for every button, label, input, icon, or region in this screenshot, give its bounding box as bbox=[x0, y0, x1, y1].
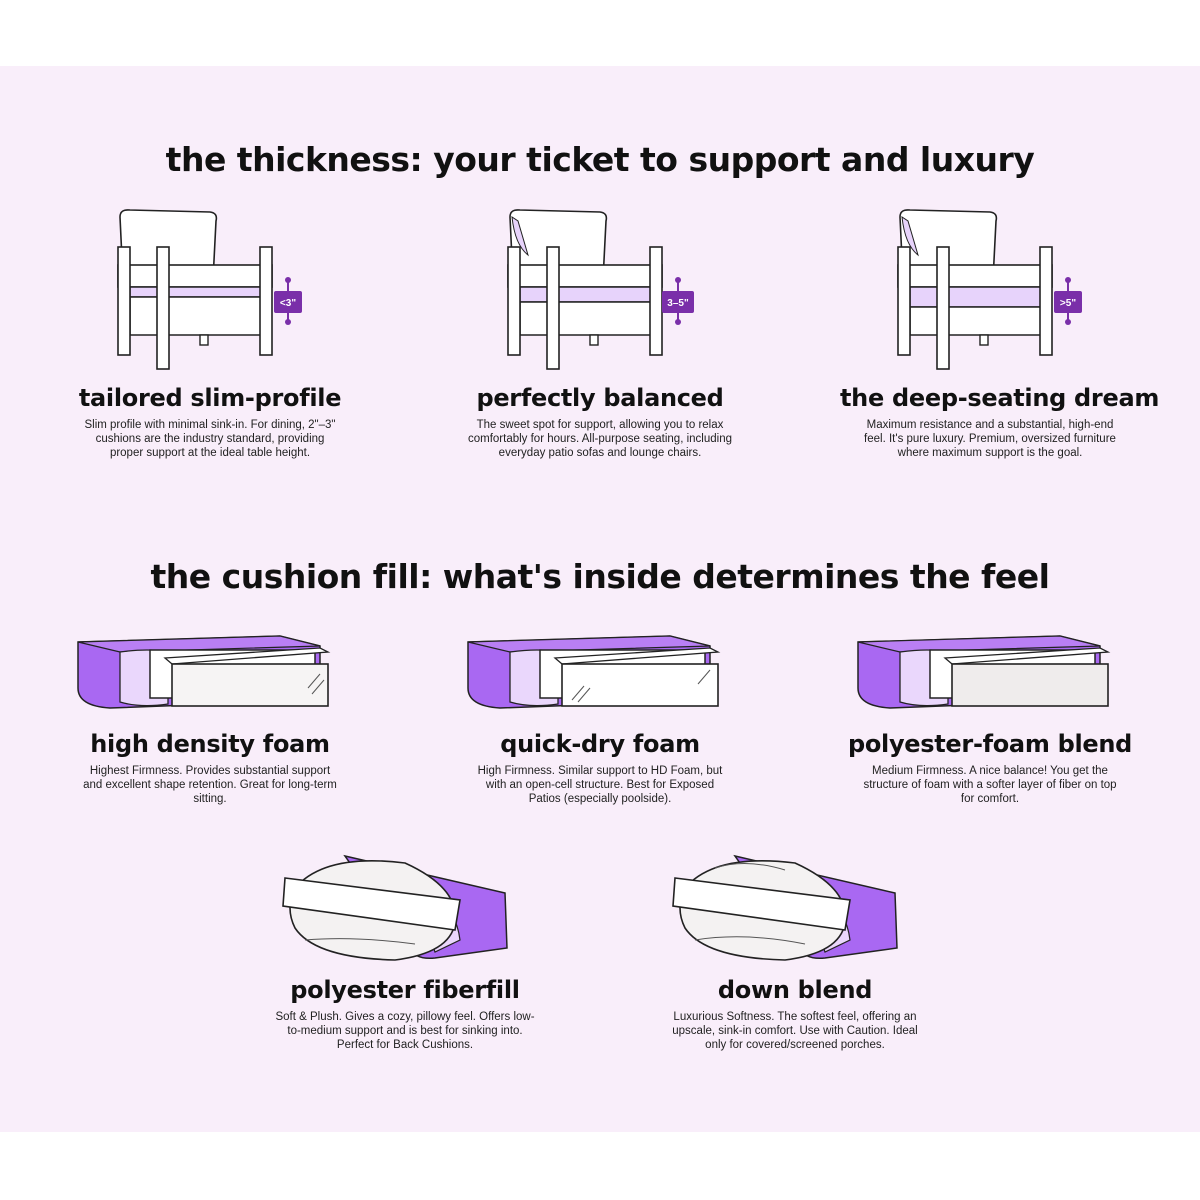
fill-card-quick-dry: quick-dry foam High Firmness. Similar su… bbox=[450, 628, 750, 806]
thickness-card-balanced: 3–5" perfectly balanced The sweet spot f… bbox=[450, 205, 750, 460]
thickness-desc: Slim profile with minimal sink-in. For d… bbox=[84, 419, 336, 459]
fill-card-down-blend: down blend Luxurious Softness. The softe… bbox=[645, 848, 945, 1052]
fill-title: polyester fiberfill bbox=[290, 976, 520, 1004]
thickness-card-deep: >5" the deep-seating dream Maximum resis… bbox=[840, 205, 1160, 460]
thickness-badge: <3" bbox=[280, 298, 296, 309]
fill-title: down blend bbox=[717, 976, 873, 1004]
fill-card-poly-foam: polyester-foam blend Medium Firmness. A … bbox=[840, 628, 1140, 806]
pillow-cushion-icon bbox=[282, 854, 508, 961]
fill-desc: Luxurious Softness. The softest feel, of… bbox=[672, 1011, 918, 1051]
fill-title: quick-dry foam bbox=[500, 730, 700, 758]
pillow-cushion-icon bbox=[672, 854, 898, 961]
fill-desc: High Firmness. Similar support to HD Foa… bbox=[477, 765, 723, 805]
thickness-desc: Maximum resistance and a substantial, hi… bbox=[864, 419, 1116, 459]
fill-heading: the cushion fill: what's inside determin… bbox=[150, 557, 1050, 596]
fill-card-fiberfill: polyester fiberfill Soft & Plush. Gives … bbox=[255, 848, 555, 1052]
fill-desc: Medium Firmness. A nice balance! You get… bbox=[863, 765, 1117, 805]
thickness-badge: >5" bbox=[1060, 298, 1076, 309]
fill-desc: Highest Firmness. Provides substantial s… bbox=[83, 765, 337, 805]
thickness-card-slim: <3" tailored slim-profile Slim profile w… bbox=[60, 205, 360, 460]
thickness-title: the deep-seating dream bbox=[840, 384, 1160, 412]
thickness-title: perfectly balanced bbox=[476, 384, 724, 412]
thickness-desc: The sweet spot for support, allowing you… bbox=[467, 419, 732, 459]
thickness-title: tailored slim-profile bbox=[78, 384, 342, 412]
fill-title: polyester-foam blend bbox=[847, 730, 1133, 758]
chair-balanced-icon: 3–5" bbox=[507, 209, 694, 370]
thickness-heading: the thickness: your ticket to support an… bbox=[165, 140, 1035, 179]
chair-slim-icon: <3" bbox=[117, 209, 302, 370]
foam-cushion-icon bbox=[857, 635, 1111, 709]
fill-title: high density foam bbox=[90, 730, 330, 758]
chair-deep-icon: >5" bbox=[897, 209, 1082, 370]
thickness-badge: 3–5" bbox=[667, 298, 689, 309]
fill-desc: Soft & Plush. Gives a cozy, pillowy feel… bbox=[275, 1011, 535, 1051]
foam-cushion-icon bbox=[467, 635, 721, 709]
fill-card-hd-foam: high density foam Highest Firmness. Prov… bbox=[60, 628, 360, 806]
foam-cushion-icon bbox=[77, 635, 331, 709]
